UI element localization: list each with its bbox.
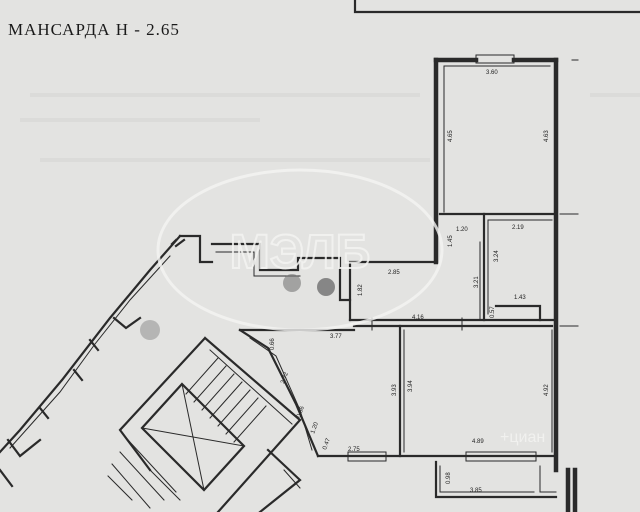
dim-3-21: 3.21	[474, 276, 480, 288]
dim-4-63: 4.63	[544, 130, 550, 142]
dim-0-98: 0.98	[446, 472, 452, 484]
dim-1-45: 1.45	[448, 235, 454, 247]
watermark-logo-text: МЭЛБ	[230, 226, 370, 279]
dim-3-77: 3.77	[330, 334, 342, 340]
dim-1-20: 1.20	[456, 227, 468, 233]
dim-0-66: 0.66	[270, 338, 276, 350]
rooms-lower	[316, 324, 578, 512]
dim-1-43: 1.43	[514, 295, 526, 301]
blur-marks	[140, 274, 335, 340]
dim-2-85: 2.85	[388, 270, 400, 276]
dimension-labels: 3.60 4.65 4.63 1.20 2.19 1.45 2.85 1.82 …	[270, 70, 550, 494]
watermark: МЭЛБ +циан	[156, 168, 545, 446]
dim-3-94: 3.94	[408, 380, 414, 392]
dim-0-56: 0.56	[296, 405, 306, 419]
dim-3-85: 3.85	[470, 488, 482, 494]
dim-4-65: 4.65	[448, 130, 454, 142]
dim-3-24: 3.24	[494, 250, 500, 262]
staircase	[0, 336, 302, 512]
watermark-corner-text: +циан	[500, 429, 545, 446]
dim-0-57: 0.57	[490, 306, 496, 318]
wing-diagonal	[0, 234, 356, 458]
dim-2-75: 2.75	[348, 447, 360, 453]
dim-1-82: 1.82	[358, 284, 364, 296]
top-frame	[353, 0, 640, 14]
dim-2-72: 2.72	[280, 371, 290, 385]
rooms-middle	[348, 212, 558, 331]
plan-title: МАНСАРДА Н - 2.65	[8, 20, 180, 39]
dim-3-93: 3.93	[392, 384, 398, 396]
dim-4-89: 4.89	[472, 439, 484, 445]
dim-4-16: 4.16	[412, 315, 424, 321]
dim-0-47: 0.47	[322, 437, 332, 451]
background-ghost-lines	[20, 93, 640, 162]
dim-2-19: 2.19	[512, 225, 524, 231]
dim-4-92: 4.92	[544, 384, 550, 396]
room-top-right	[433, 54, 579, 473]
dim-3-60: 3.60	[486, 70, 498, 76]
dim-1-20-lower: 1.20	[310, 421, 320, 435]
